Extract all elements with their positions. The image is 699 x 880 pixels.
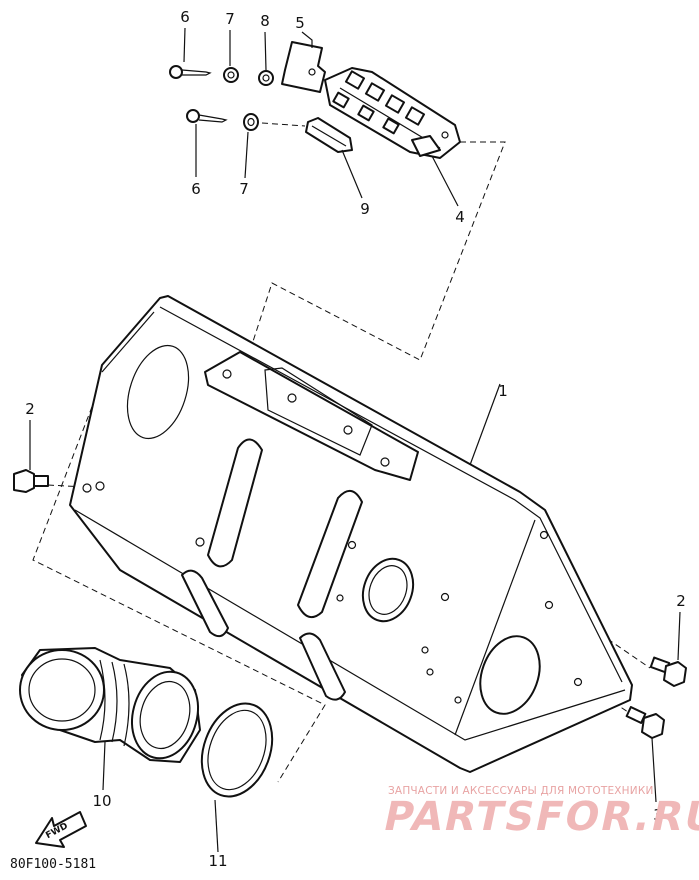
callout-6-lower: 6	[191, 180, 201, 198]
bolt-part-2-right	[649, 656, 687, 687]
callout-8: 8	[260, 12, 270, 30]
mounting-holes	[82, 481, 583, 704]
callout-labels: 6 7 8 5 6 7 9 4 1 2 2 3 10 11	[25, 8, 686, 870]
callout-4: 4	[455, 208, 465, 226]
callout-11: 11	[208, 852, 227, 870]
callout-7-lower: 7	[239, 180, 249, 198]
callout-6-upper: 6	[180, 8, 190, 26]
callout-5: 5	[295, 14, 305, 32]
callout-9: 9	[360, 200, 370, 218]
leader-lines	[29, 27, 681, 853]
forward-arrow-icon: FWD	[35, 811, 87, 848]
washer-part-7-upper	[223, 67, 239, 83]
bolt-part-3	[625, 706, 665, 739]
watermark-caption: ЗАПЧАСТИ И АКСЕССУАРЫ ДЛЯ МОТОТЕХНИКИ	[388, 785, 654, 797]
callout-2-right: 2	[676, 592, 686, 610]
watermark: ЗАПЧАСТИ И АКСЕССУАРЫ ДЛЯ МОТОТЕХНИКИ PA…	[379, 785, 699, 840]
clamp-ring-part-11	[200, 702, 274, 798]
connector-block	[324, 67, 461, 159]
screw-part-6-lower	[186, 109, 228, 123]
bolt-part-2-left	[13, 469, 49, 493]
washer-part-7-lower	[243, 113, 259, 131]
callout-3: 3	[653, 806, 663, 824]
callout-2-left: 2	[25, 400, 35, 418]
air-duct-shroud	[69, 295, 633, 773]
callout-10: 10	[92, 792, 111, 810]
clamp-part-9	[305, 117, 353, 153]
diagram-code: 80F100-5181	[10, 857, 96, 872]
watermark-brand: PARTSFOR.RU	[379, 792, 699, 839]
intake-boot-part-10	[19, 647, 201, 763]
callout-7-upper: 7	[225, 10, 235, 28]
bracket-part-5	[281, 41, 326, 93]
grommet-part-8	[258, 70, 274, 86]
screw-part-6-upper	[169, 65, 212, 79]
callout-1: 1	[498, 382, 508, 400]
